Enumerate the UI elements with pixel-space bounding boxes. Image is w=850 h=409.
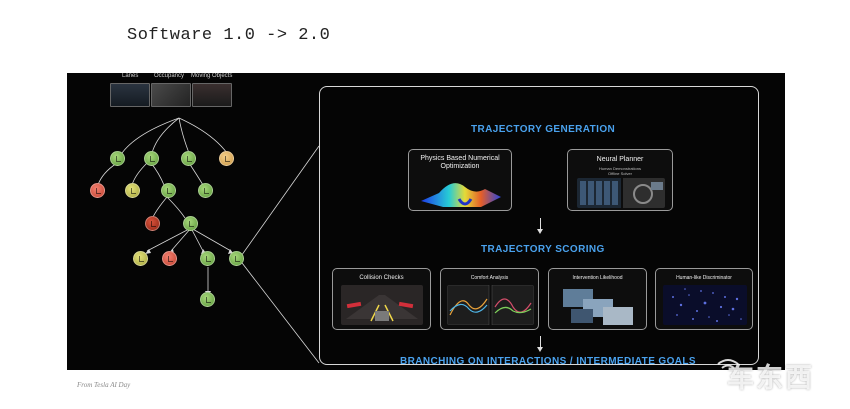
tree-node <box>219 151 234 166</box>
physics-optimization-box: Physics Based Numerical Optimization <box>408 149 512 211</box>
tree-node <box>200 292 215 307</box>
tree-node <box>200 251 215 266</box>
occupancy-thumbnail <box>151 83 191 107</box>
neural-planner-image <box>577 178 665 208</box>
comfort-analysis-chart <box>447 285 534 325</box>
input-label-lanes: Lanes <box>122 73 139 79</box>
arrow-down-icon <box>537 218 543 234</box>
intervention-likelihood-box: Intervention Likelihood <box>548 268 647 330</box>
tree-node <box>181 151 196 166</box>
pipeline-frame: TRAJECTORY GENERATION Physics Based Nume… <box>319 86 759 367</box>
tree-node <box>183 216 198 231</box>
arrow-down-icon <box>537 336 543 352</box>
input-label-moving-objects: Moving Objects <box>191 73 233 79</box>
neural-planner-title: Neural Planner <box>596 156 644 163</box>
branching-heading: BRANCHING ON INTERACTIONS / INTERMEDIATE… <box>400 356 696 367</box>
tree-node <box>90 183 105 198</box>
slide-title: Software 1.0 -> 2.0 <box>127 26 331 45</box>
tree-node <box>110 151 125 166</box>
tree-node <box>133 251 148 266</box>
trajectory-scoring-heading: TRAJECTORY SCORING <box>481 244 605 255</box>
input-label-occupancy: Occupancy <box>154 73 185 79</box>
collision-checks-image <box>341 285 423 325</box>
comfort-analysis-title: Comfort Analysis <box>470 275 509 281</box>
neural-planner-box: Neural Planner Human Demonstrations Offl… <box>567 149 673 211</box>
trajectory-generation-heading: TRAJECTORY GENERATION <box>471 124 616 135</box>
moving-objects-thumbnail <box>192 83 232 107</box>
tree-node <box>145 216 160 231</box>
tree-node <box>161 183 176 198</box>
tree-node <box>198 183 213 198</box>
neural-planner-subtitle-demonstrations: Human Demonstrations <box>598 166 642 171</box>
tree-node <box>125 183 140 198</box>
optimization-surface-plot <box>421 183 501 207</box>
source-caption: From Tesla AI Day <box>77 381 131 389</box>
human-like-discriminator-map <box>663 285 747 325</box>
intervention-likelihood-title: Intervention Likelihood <box>572 275 623 281</box>
tree-node <box>162 251 177 266</box>
comfort-analysis-box: Comfort Analysis <box>440 268 539 330</box>
tree-node <box>229 251 244 266</box>
collision-checks-box: Collision Checks <box>332 268 431 330</box>
tree-node <box>144 151 159 166</box>
collision-checks-title: Collision Checks <box>359 275 404 281</box>
human-like-discriminator-box: Human-like Discriminator <box>655 268 753 330</box>
human-like-discriminator-title: Human-like Discriminator <box>676 275 732 281</box>
neural-planner-subtitle-solver: Offline Solver <box>608 171 632 176</box>
watermark-logo: 车东西 <box>727 363 814 394</box>
intervention-likelihood-image <box>563 289 633 325</box>
wifi-icon <box>717 359 739 369</box>
lanes-thumbnail <box>110 83 150 107</box>
slide-image: Lanes Occupancy Moving Objects TRAJECTOR… <box>67 73 785 370</box>
physics-optimization-title: Physics Based Numerical Optimization <box>420 155 500 170</box>
